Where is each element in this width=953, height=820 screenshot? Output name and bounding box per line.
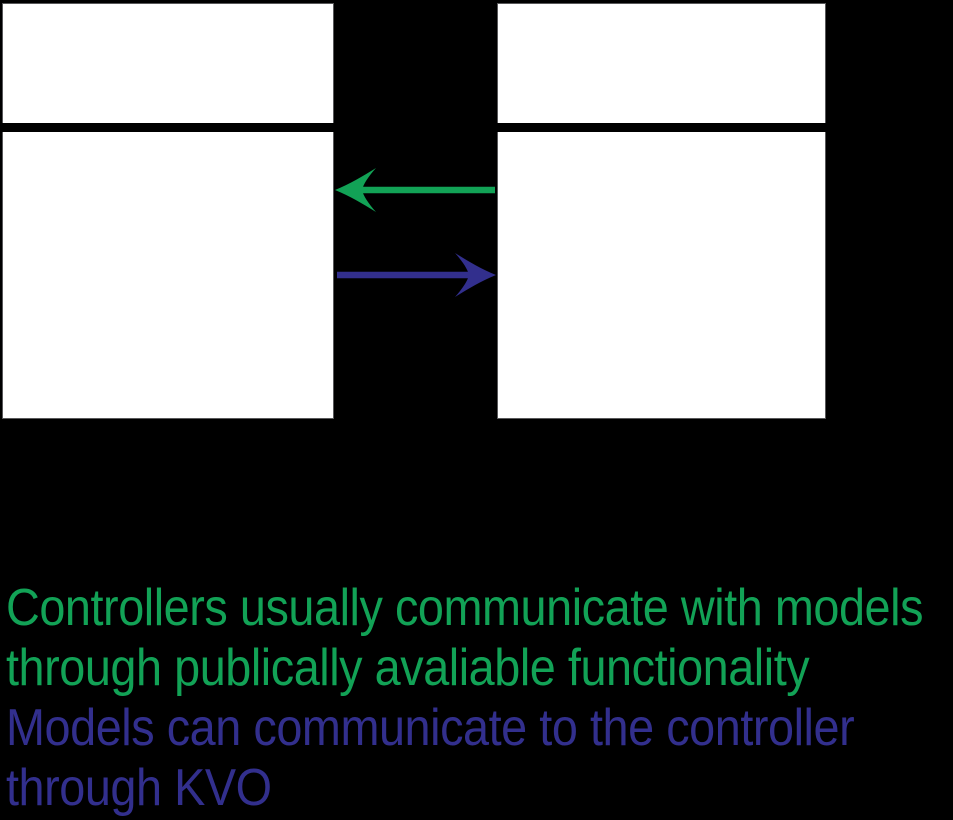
green-arrowhead-icon: [335, 168, 376, 212]
green-note-line-2: through publically avaliable functionali…: [6, 639, 810, 697]
caption-block: Controllers usually communicate with mod…: [6, 578, 923, 818]
purple-note-line-2: through KVO: [6, 759, 272, 817]
blue-arrow: [337, 253, 496, 297]
right-box-header: [498, 4, 825, 123]
purple-note-line-1: Models can communicate to the controller: [6, 699, 855, 757]
left-box-body: [3, 132, 333, 418]
right-box: [495, 3, 828, 419]
left-box-header: [3, 4, 333, 123]
green-note-line-1: Controllers usually communicate with mod…: [6, 579, 924, 637]
left-box: [0, 3, 336, 419]
left-box-separator: [0, 123, 336, 132]
right-box-separator: [495, 123, 828, 132]
right-box-body: [498, 132, 825, 418]
green-arrow: [335, 168, 495, 212]
blue-arrowhead-icon: [455, 253, 496, 297]
arrows-layer: [335, 168, 496, 297]
